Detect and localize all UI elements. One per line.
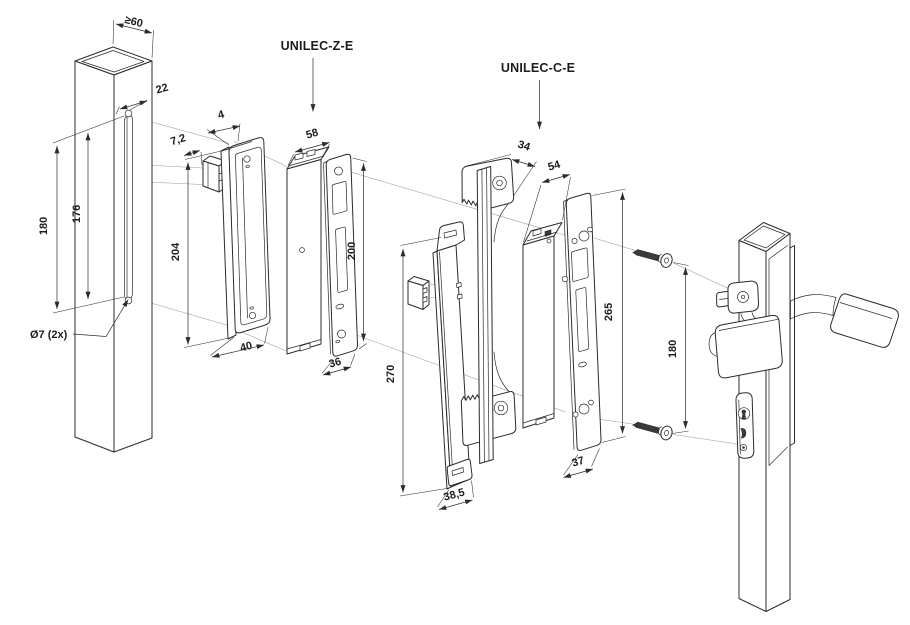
dim-keep-gap: 7,2 — [169, 132, 187, 148]
ce-lock — [522, 192, 602, 451]
post-slot — [124, 114, 133, 300]
dim-slot-holes: Ø7 (2x) — [30, 329, 68, 341]
dim-slot-height-inner: 176 — [71, 205, 83, 223]
dim-ze-faceplate-width: 36 — [328, 356, 343, 371]
ce-product-label: UNILEC-C-E — [501, 61, 575, 75]
rear-handle — [830, 293, 899, 348]
dimensions: ≥60 22 180 176 Ø7 (2x) 7,2 204 4 40 58 — [30, 14, 689, 510]
dim-ze-lock-height: 200 — [346, 242, 358, 260]
dim-ce-lock-height: 265 — [603, 303, 615, 321]
dim-slot-height-outer: 180 — [38, 217, 50, 235]
screw-top — [632, 249, 673, 268]
screw-bottom — [632, 421, 673, 441]
ce-back-plate — [432, 221, 473, 490]
product-labels: UNILEC-Z-E UNILEC-C-E — [281, 39, 575, 130]
dim-ce-bracket-depth: 34 — [516, 139, 532, 154]
dim-ce-lock-depth: 54 — [547, 158, 563, 173]
dim-plate-thickness: 4 — [217, 108, 227, 121]
dim-plate-height: 204 — [170, 242, 182, 261]
dim-slot-offset: 22 — [155, 82, 170, 97]
gate-post — [74, 46, 153, 453]
front-handle — [714, 314, 783, 379]
dim-ce-faceplate-width: 37 — [571, 455, 586, 470]
ce-keep — [407, 276, 430, 310]
dim-ce-plate-height: 270 — [385, 365, 397, 383]
ce-weld-bracket — [460, 157, 517, 464]
dim-ze-lock-depth: 58 — [305, 127, 320, 142]
post-hole-top — [124, 109, 133, 118]
ce-bracket-spine — [476, 166, 494, 464]
dim-plate-width: 40 — [239, 340, 254, 355]
assembled-view — [708, 222, 899, 612]
ze-product-label: UNILEC-Z-E — [281, 39, 354, 53]
ze-strike-plate — [220, 137, 271, 340]
dim-screw-spacing: 180 — [667, 340, 679, 358]
dim-post-min-width: ≥60 — [123, 14, 144, 30]
dim-ce-plate-width: 38,5 — [442, 487, 466, 504]
